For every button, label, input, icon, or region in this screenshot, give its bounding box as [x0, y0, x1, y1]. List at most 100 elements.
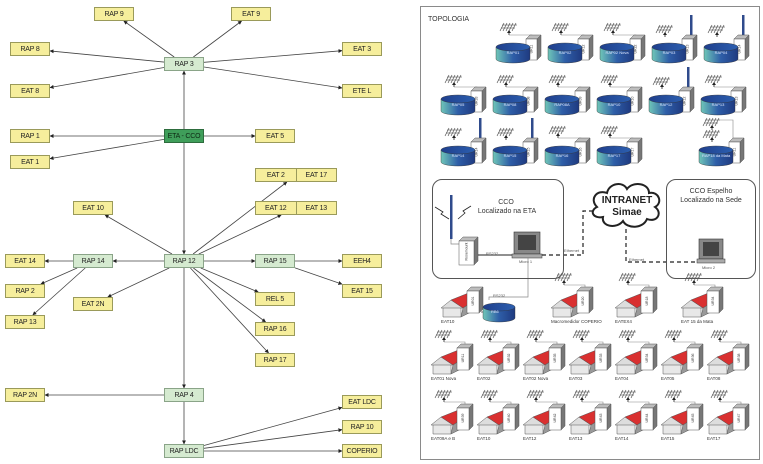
- node-eat5[interactable]: EAT 5: [255, 129, 295, 143]
- ur-label: UR16: [578, 147, 583, 157]
- edge-rap12-rap17: [190, 267, 269, 354]
- node-rap4[interactable]: RAP 4: [164, 388, 204, 402]
- ur-label: UR01: [471, 296, 475, 306]
- station-label: EAT04: [615, 376, 629, 381]
- node-rapldc[interactable]: RAP LDC: [164, 444, 204, 458]
- hierarchy-diagram: RAP 9 EAT 9 RAP 8 EAT 3 RAP 3 EAT 8 ETE L RAP 1…: [5, 7, 382, 458]
- node-eatldc[interactable]: EAT LDC: [342, 395, 382, 409]
- ur-label: UR38: [737, 353, 741, 363]
- reservoir-tank-icon: [544, 94, 580, 116]
- ur-label: UR18: [645, 296, 649, 306]
- reservoir-tank-icon: [482, 302, 516, 323]
- solar-panel-icon: [702, 117, 720, 130]
- station-label: EAT02 Nova: [523, 376, 549, 381]
- ur-label: UR40: [507, 413, 511, 423]
- remote-unit-icon: [576, 286, 594, 314]
- station-label: Macromedidor COPERIO: [551, 319, 602, 324]
- ur-label: UR36: [691, 353, 695, 363]
- edge-rap3-etel: [203, 66, 343, 90]
- edge-rap3-eat9: [193, 20, 242, 58]
- node-eat14[interactable]: EAT 14: [5, 254, 45, 268]
- node-eat9[interactable]: EAT 9: [231, 7, 271, 21]
- node-eat2n[interactable]: EAT 2N: [73, 297, 113, 311]
- station-label: EAT05: [661, 376, 675, 381]
- node-eeh4[interactable]: EEH4: [342, 254, 382, 268]
- tank-label: RAP04: [714, 50, 728, 55]
- tank-label: RAP08A: [554, 102, 570, 107]
- radio-antenna-icon: [687, 67, 690, 95]
- edge-rap3-rap9: [123, 20, 175, 58]
- node-rap9[interactable]: RAP 9: [94, 7, 134, 21]
- solar-panel-icon: [444, 127, 462, 140]
- node-rap10[interactable]: RAP 10: [342, 420, 382, 434]
- node-rap14[interactable]: RAP 14: [73, 254, 113, 268]
- remote-unit-icon: [686, 343, 704, 371]
- node-rap2[interactable]: RAP 2: [5, 284, 45, 298]
- station-label: EAT01 Nova: [431, 376, 457, 381]
- remote-unit-icon: [548, 403, 566, 431]
- solar-panel-icon: [572, 389, 590, 402]
- remote-unit-icon: [456, 403, 474, 431]
- tank-label: RAP03: [662, 50, 676, 55]
- node-eat15[interactable]: EAT 15: [342, 284, 382, 298]
- remote-unit-icon: [732, 403, 750, 431]
- intranet-cloud-icon: [591, 183, 661, 228]
- reservoir-tank-icon: [492, 94, 528, 116]
- remote-unit-icon: [678, 86, 695, 113]
- node-rap3[interactable]: RAP 3: [164, 57, 204, 71]
- solar-panel-icon: [600, 125, 618, 138]
- station-label: EATEX4: [615, 319, 632, 324]
- node-rap13[interactable]: RAP 13: [5, 315, 45, 329]
- remote-unit-icon: [706, 286, 724, 314]
- remote-unit-icon: [640, 403, 658, 431]
- node-etacco[interactable]: ETA - CCO: [164, 129, 204, 143]
- ur-label: UR47: [737, 413, 741, 423]
- node-rap2n[interactable]: RAP 2N: [5, 388, 45, 402]
- solar-panel-icon: [600, 74, 618, 87]
- node-rap15[interactable]: RAP 15: [255, 254, 295, 268]
- node-etel[interactable]: ETE L: [342, 84, 382, 98]
- remote-unit-icon: [502, 343, 520, 371]
- reservoir-tank-icon: [495, 42, 531, 64]
- tank-label: RAP10: [607, 102, 621, 107]
- solar-panel-icon: [496, 74, 514, 87]
- node-rap17[interactable]: RAP 17: [255, 353, 295, 367]
- reservoir-tank-icon: [700, 94, 736, 116]
- ur-label: UR09: [578, 96, 583, 106]
- node-eat8[interactable]: EAT 8: [10, 84, 50, 98]
- computer-micro1-icon[interactable]: [511, 231, 543, 259]
- solar-panel-icon: [664, 389, 682, 402]
- ur-label: UR11: [529, 44, 534, 54]
- radio-antenna-icon: [450, 195, 453, 239]
- computer-micro2-icon[interactable]: [696, 238, 726, 264]
- solar-panel-icon: [526, 329, 544, 342]
- solar-panel-icon: [704, 74, 722, 87]
- node-rap8[interactable]: RAP 8: [10, 42, 50, 56]
- tank-label: RAP01: [506, 50, 520, 55]
- node-rap16[interactable]: RAP 16: [255, 322, 295, 336]
- node-eat10[interactable]: EAT 10: [73, 201, 113, 215]
- ethernet-link: [625, 229, 699, 263]
- node-rap1[interactable]: RAP 1: [10, 129, 50, 143]
- ur-label: UR34: [645, 353, 649, 363]
- node-rel5[interactable]: REL 5: [255, 292, 295, 306]
- node-rap12[interactable]: RAP 12: [164, 254, 204, 268]
- remote-unit-icon: [456, 343, 474, 371]
- ur-label: UR08: [526, 96, 531, 106]
- radio-antenna-icon: [479, 118, 482, 146]
- micro1-label: Micro 1: [519, 259, 533, 264]
- node-coperio[interactable]: COPERIO: [342, 444, 382, 458]
- remote-unit-icon: [522, 137, 539, 164]
- ur-label: UR39: [461, 413, 465, 423]
- edge-rap3-eat3: [203, 48, 343, 63]
- node-eat1[interactable]: EAT 1: [10, 155, 50, 169]
- ur-label: UR45: [691, 413, 695, 423]
- intranet-label: INTRANET: [601, 195, 653, 206]
- solar-panel-icon: [603, 22, 621, 35]
- remote-unit-icon: [640, 343, 658, 371]
- node-label: EAT 12: [256, 202, 297, 214]
- station-label: EAT 15 da Mata: [681, 319, 714, 324]
- node-eat3[interactable]: EAT 3: [342, 42, 382, 56]
